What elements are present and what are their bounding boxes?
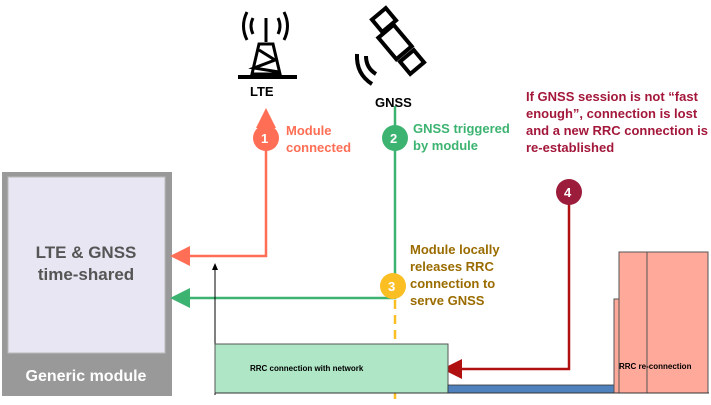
step4-line: re-established: [526, 140, 615, 155]
step2-line: by module: [413, 138, 479, 153]
step3-line: serve GNSS: [410, 293, 485, 308]
step4-line: and a new RRC connection is: [526, 123, 709, 138]
step4-arrow: [442, 202, 571, 379]
step3-marker: [380, 273, 406, 299]
rrc-reconnection-box: [618, 251, 709, 394]
step3-line: connection to: [410, 276, 496, 291]
step1-return-arrow: [170, 246, 268, 266]
blue-bar: [447, 384, 615, 394]
step1-number: 1: [261, 131, 269, 146]
step1-line: Module connected: [286, 123, 352, 155]
rrc-connection-box: [214, 343, 449, 394]
step1-text: Module connected: [286, 122, 384, 156]
module-inner-box: [7, 176, 166, 354]
step4-line: enough”, connection is lost: [526, 106, 698, 121]
step2-number: 2: [390, 131, 398, 146]
module-inner-line2: time-shared: [37, 265, 135, 284]
satellite-icon: [354, 5, 427, 86]
cell-tower-icon: [238, 11, 297, 79]
step4-number: 4: [564, 185, 572, 200]
step3-line: releases RRC: [410, 259, 494, 274]
step3-number: 3: [388, 279, 396, 294]
rrc-connection-label: RRC connection with network: [250, 364, 364, 373]
step4-marker: [556, 179, 582, 205]
step3-text: Module locally releases RRC connection t…: [410, 241, 500, 309]
step2-text: GNSS triggered by module: [413, 120, 510, 154]
gnss-label: GNSS: [375, 95, 412, 110]
step4-text: If GNSS session is not “fast enough”, co…: [526, 88, 708, 156]
step2-line: GNSS triggered: [413, 121, 510, 136]
rrc-reconnection-label: RRC re-connection: [619, 362, 692, 371]
step3-line: Module locally: [410, 242, 500, 257]
module-title: Generic module: [25, 368, 147, 385]
lte-label: LTE: [250, 84, 274, 99]
step1-marker: [253, 125, 279, 151]
module-inner-line1: LTE & GNSS: [35, 243, 137, 262]
step4-line: If GNSS session is not “fast: [526, 89, 698, 104]
step2-marker: [382, 125, 408, 151]
